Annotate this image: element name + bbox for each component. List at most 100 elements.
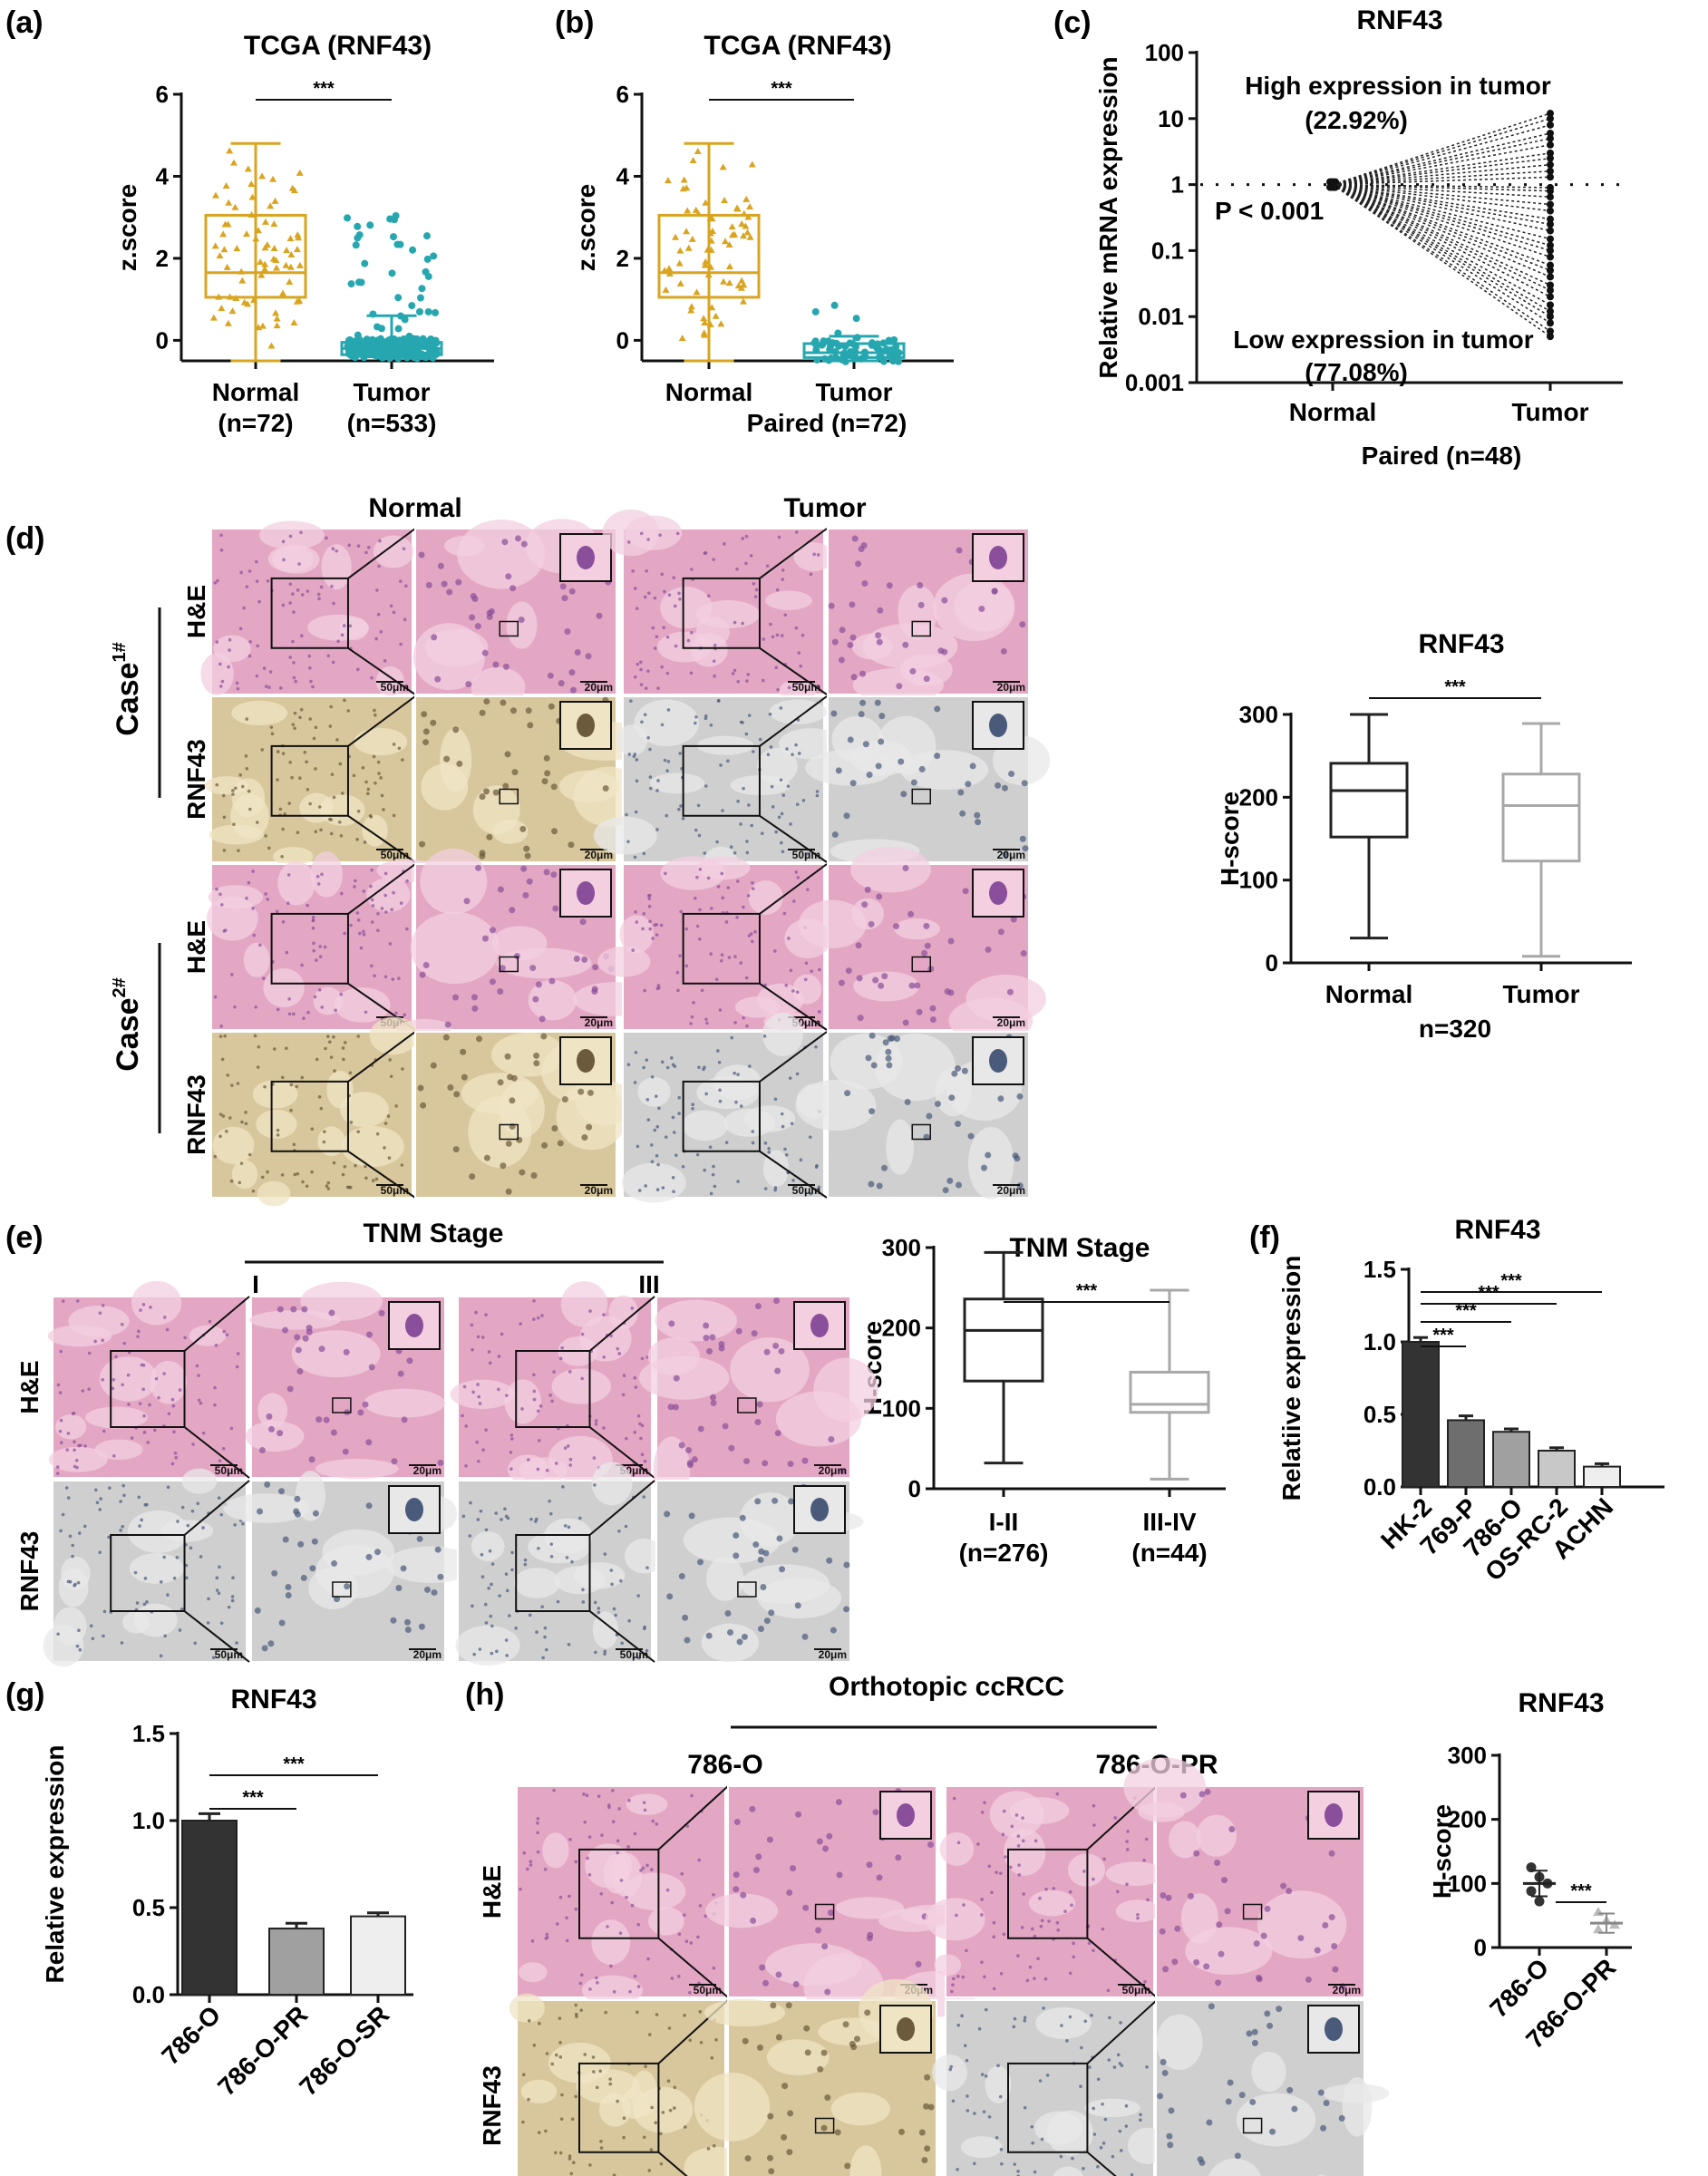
- cell-nucleus: [247, 789, 251, 793]
- cell-nucleus: [647, 2169, 652, 2172]
- tissue-region: [364, 1388, 445, 1418]
- cell-nucleus: [218, 1459, 222, 1462]
- cell-nucleus: [312, 736, 316, 741]
- cell-nucleus: [1238, 2092, 1246, 2099]
- significance-label: ***: [1455, 1301, 1477, 1321]
- inset-nucleus: [577, 1049, 595, 1073]
- cell-nucleus: [229, 1179, 234, 1183]
- data-point-normal: [290, 318, 298, 325]
- cell-nucleus: [1253, 1940, 1260, 1948]
- cell-nucleus: [763, 1617, 771, 1625]
- cell-nucleus: [1305, 1976, 1312, 1983]
- cell-nucleus: [296, 1171, 300, 1176]
- cell-nucleus: [356, 918, 361, 922]
- cell-nucleus: [881, 973, 888, 980]
- cell-nucleus: [343, 1348, 350, 1355]
- cell-nucleus: [523, 1562, 528, 1567]
- cell-nucleus: [481, 935, 489, 942]
- cell-nucleus: [625, 1436, 628, 1441]
- cell-nucleus: [71, 1543, 74, 1548]
- cell-nucleus: [694, 721, 697, 725]
- cell-nucleus: [278, 807, 283, 811]
- cell-nucleus: [518, 617, 525, 624]
- cell-nucleus: [1031, 1927, 1034, 1931]
- cell-nucleus: [644, 2064, 647, 2068]
- zoom-connector: [759, 1150, 828, 1199]
- paired-line: [1332, 183, 1551, 291]
- cell-nucleus: [59, 1349, 63, 1354]
- cell-nucleus: [358, 931, 362, 936]
- cell-nucleus: [799, 664, 803, 668]
- cell-nucleus: [570, 1559, 574, 1564]
- tissue-region: [150, 1360, 187, 1404]
- cell-nucleus: [497, 1079, 504, 1086]
- cell-nucleus: [1083, 2019, 1088, 2024]
- cell-nucleus: [1320, 2124, 1327, 2132]
- cell-nucleus: [475, 1440, 479, 1444]
- cell-nucleus: [1179, 1792, 1187, 1799]
- cell-nucleus: [403, 617, 407, 622]
- cell-nucleus: [301, 1306, 308, 1313]
- zoom-cell-box: [499, 788, 519, 805]
- cell-nucleus: [190, 1509, 195, 1513]
- cell-nucleus: [456, 760, 463, 767]
- cell-nucleus: [66, 1496, 71, 1500]
- cell-nucleus: [184, 1576, 189, 1579]
- tissue-region: [954, 580, 1014, 632]
- cell-nucleus: [917, 582, 924, 589]
- cell-nucleus: [785, 747, 789, 751]
- x-category-label: Tumor: [1502, 980, 1579, 1008]
- cell-nucleus: [361, 766, 365, 770]
- cell-nucleus: [741, 537, 744, 540]
- cell-nucleus: [688, 1991, 692, 1995]
- zoom-connector: [759, 528, 828, 579]
- cell-nucleus: [335, 738, 339, 742]
- cell-nucleus: [689, 1022, 693, 1025]
- cell-nucleus: [838, 656, 845, 664]
- cell-nucleus: [1106, 1988, 1111, 1993]
- zoom-connector: [1086, 1937, 1158, 1998]
- row-label: H&E: [478, 1865, 506, 1919]
- cell-nucleus: [695, 1152, 700, 1157]
- cell-nucleus: [750, 823, 753, 828]
- cell-nucleus: [299, 530, 303, 535]
- cell-nucleus: [509, 1467, 513, 1471]
- cell-nucleus: [656, 1162, 660, 1167]
- cell-nucleus: [697, 1425, 704, 1433]
- cell-nucleus: [536, 1409, 540, 1413]
- data-point-tumor: [424, 307, 432, 316]
- cell-nucleus: [573, 956, 580, 963]
- tissue-region: [961, 2136, 1003, 2159]
- cell-nucleus: [1125, 1848, 1130, 1851]
- cell-nucleus: [291, 723, 296, 726]
- tissue-region: [504, 1379, 541, 1424]
- cell-nucleus: [579, 918, 587, 926]
- cell-nucleus: [451, 994, 459, 1001]
- cell-nucleus: [126, 1373, 131, 1377]
- cell-nucleus: [859, 699, 867, 706]
- cell-nucleus: [99, 1497, 102, 1501]
- cell-nucleus: [1167, 2142, 1174, 2149]
- cell-nucleus: [535, 1630, 539, 1634]
- cell-nucleus: [331, 547, 335, 551]
- box-iqr: [204, 213, 307, 299]
- cell-nucleus: [207, 1597, 210, 1601]
- x-category-label: 786-O-SR: [294, 2000, 394, 2101]
- significance-label: ***: [1076, 1281, 1098, 1301]
- cell-nucleus: [266, 898, 269, 901]
- cell-nucleus: [285, 1046, 288, 1051]
- cell-nucleus: [763, 1187, 768, 1190]
- cell-nucleus: [138, 1524, 141, 1528]
- cell-nucleus: [776, 687, 780, 692]
- cell-nucleus: [58, 1429, 63, 1433]
- cell-nucleus: [1099, 2146, 1103, 2150]
- cell-nucleus: [481, 1448, 486, 1452]
- cell-nucleus: [1028, 1965, 1033, 1969]
- data-point-normal: [272, 257, 280, 264]
- cell-nucleus: [787, 2110, 794, 2117]
- cell-nucleus: [552, 905, 559, 912]
- cell-nucleus: [650, 2105, 654, 2110]
- cell-nucleus: [1322, 1922, 1329, 1929]
- cell-nucleus: [276, 778, 279, 782]
- data-point-normal: [296, 261, 304, 268]
